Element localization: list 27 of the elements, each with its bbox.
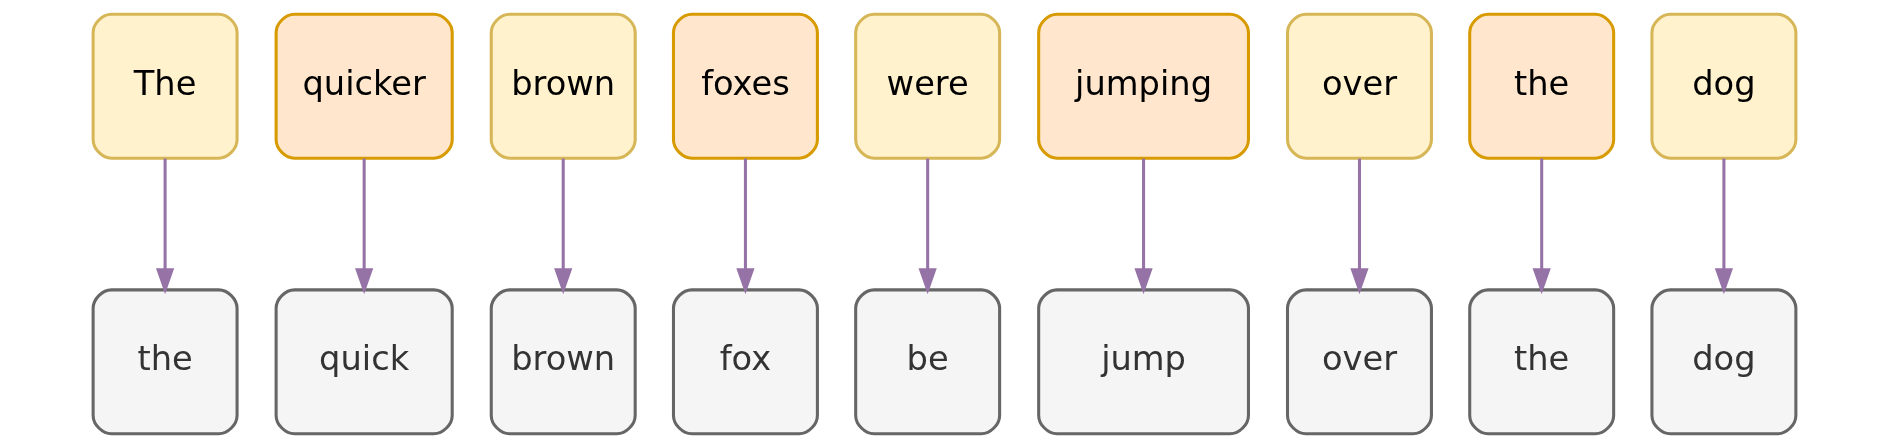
arrow (553, 158, 572, 295)
arrow (155, 158, 174, 295)
node-box: were (853, 12, 1001, 160)
node-box: over (1285, 288, 1433, 436)
node-box: jumping (1036, 12, 1250, 160)
arrow (1532, 158, 1551, 295)
node-box: the (91, 288, 239, 436)
arrow (1133, 158, 1153, 295)
node-box: The (91, 12, 239, 160)
node-box: brown (489, 288, 637, 436)
arrow (735, 158, 755, 295)
arrow (918, 158, 937, 295)
arrow (1714, 158, 1733, 295)
node-box: the (1467, 12, 1615, 160)
node-box: jump (1036, 288, 1250, 436)
node-box: be (853, 288, 1001, 436)
node-box: quick (274, 288, 454, 436)
arrow (354, 158, 373, 295)
node-box: the (1467, 288, 1615, 436)
node-box: brown (489, 12, 637, 160)
arrow (1349, 158, 1369, 295)
node-box: over (1285, 12, 1433, 160)
node-box: dog (1649, 288, 1797, 436)
node-box: quicker (274, 12, 454, 160)
node-box: foxes (671, 12, 819, 160)
node-box: fox (671, 288, 819, 436)
node-box: dog (1649, 12, 1797, 160)
